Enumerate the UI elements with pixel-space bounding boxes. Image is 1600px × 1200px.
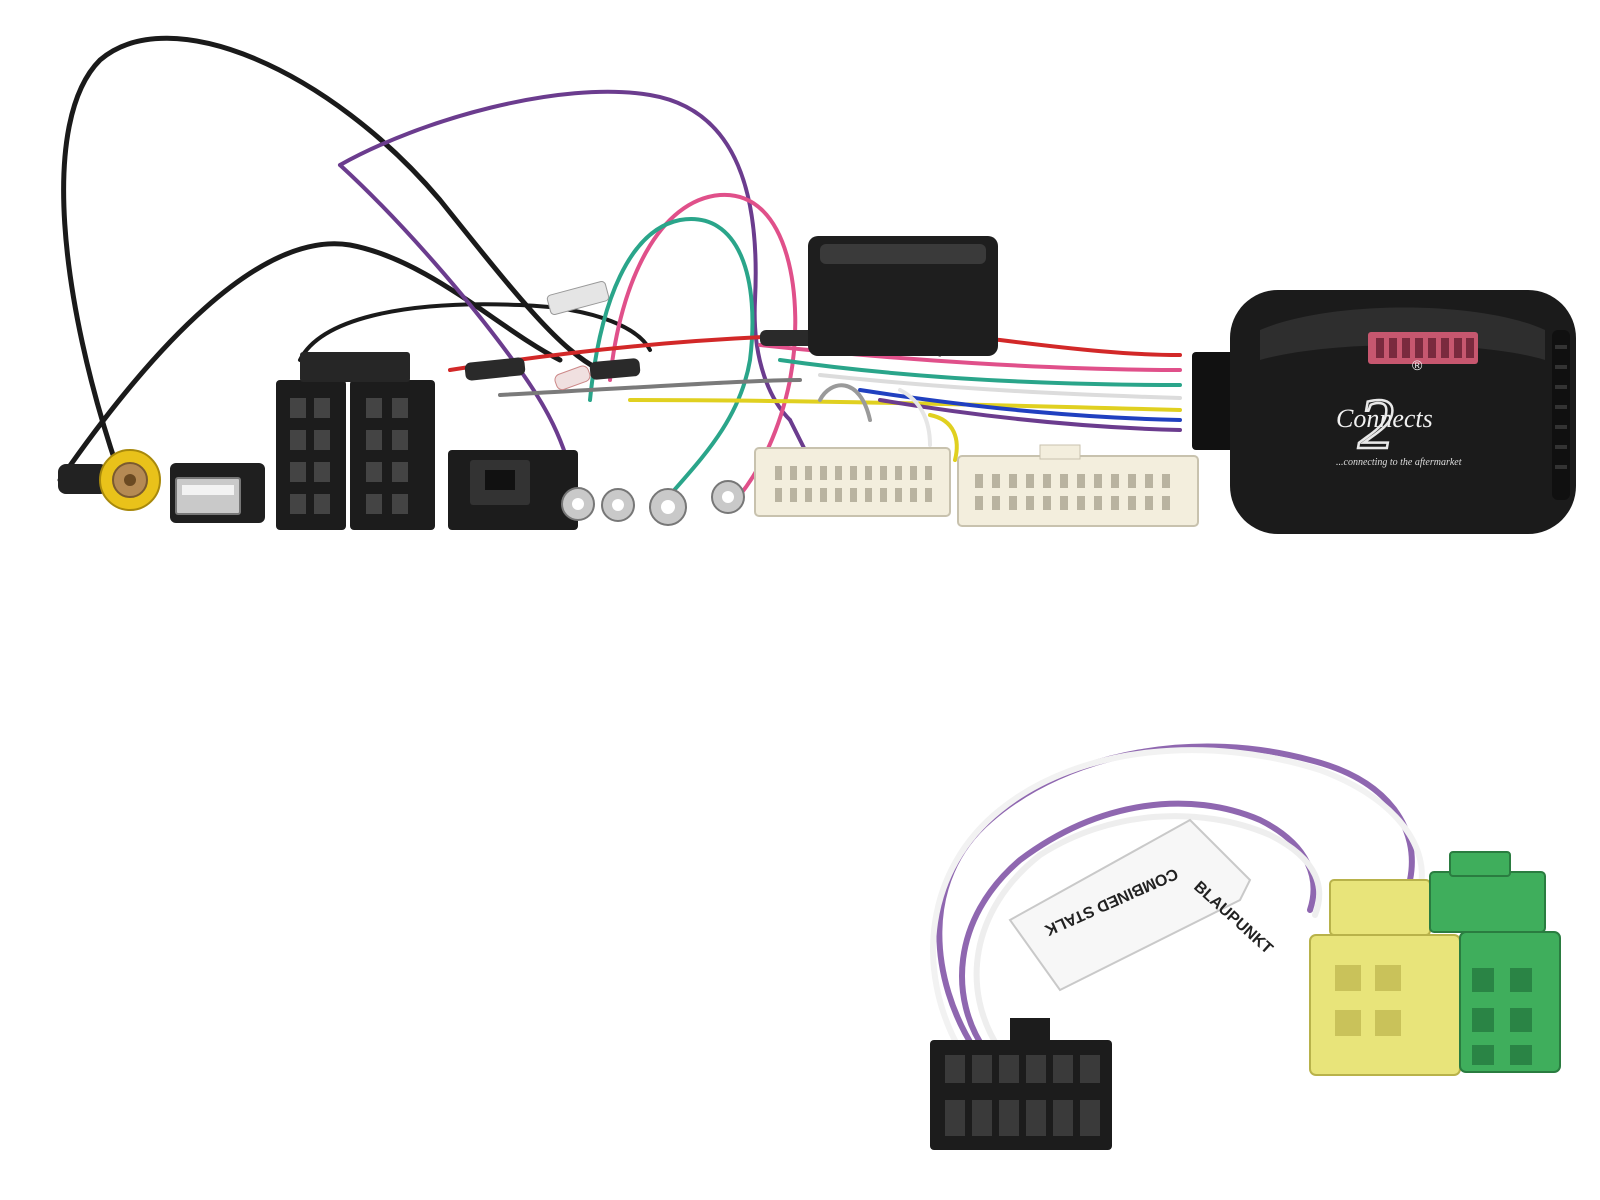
module-vent-strip [1552,330,1570,500]
white-twisted-wire-outer [930,747,1425,1053]
module-vent-slots [1555,345,1567,469]
purple-wire-main [878,398,1182,432]
brand-digit: 2 [1358,384,1394,464]
white-twisted-wire-inner [973,813,1323,1053]
dip-switch [1368,332,1478,364]
ring-terminal-1 [561,487,595,521]
clear-sleeve [554,365,591,391]
inline-filter-box [808,236,998,356]
mini-iso-green-connector [1429,851,1561,1073]
square-connector-black [448,450,578,530]
tag-paper [1008,818,1252,992]
ring-terminal-3 [649,488,687,526]
usb-shell [175,477,241,515]
black-sleeve-3 [760,330,820,346]
usb-connector [170,463,265,523]
brand-wordmark: Connects [1336,404,1433,433]
purple-wire-loop [338,89,792,422]
iso-block-left [276,380,346,530]
black-wire-iso [298,302,652,362]
wire-label-tag [546,280,610,316]
black-sleeve [464,357,526,381]
green-wire-main [778,358,1182,387]
interface-module: 2 Connects ® ...connecting to the afterm… [1192,290,1576,534]
pink-wire-loop [608,192,798,497]
white-plug-right [957,444,1199,527]
wire-bundle [57,35,1182,497]
heat-shrink-sleeves [464,280,820,391]
usb-tongue [182,485,234,495]
brand-registered: ® [1412,357,1423,373]
iso-pin-slots [290,398,408,514]
square-connector-slot [485,470,515,490]
black-wire-arc [57,241,563,483]
black-wire-loop [61,35,603,473]
mini-iso-yellow-connector [1309,879,1461,1076]
brand-tagline: ...connecting to the aftermarket [1336,457,1462,468]
rca-pin [124,474,136,486]
green-wire-loop [588,217,755,497]
white-plug-left [754,447,951,517]
grey-wire-main [498,378,802,397]
rca-cable-end [58,464,108,494]
adapter-lead-wires [930,743,1425,1053]
module-body [1230,290,1576,534]
ring-terminals [561,480,745,526]
white-wire-main [818,373,1182,400]
purple-wire-lead [338,163,577,492]
adapter-label-tag: BLAUPUNKT COMBINED STALK [1008,818,1276,992]
ring-terminal-2 [601,488,635,522]
iso-connector-black [276,352,435,530]
black-sleeve-2 [589,358,641,380]
white-wire-plug [898,388,932,447]
module-plug-socket [1192,352,1236,450]
yellow-wire-plug [928,413,959,462]
rca-connector [58,449,161,511]
ring-terminal-4 [711,480,745,514]
iso-latch [300,352,410,382]
grey-wire-plug [818,383,872,422]
adapter-black-connector [930,1018,1112,1150]
